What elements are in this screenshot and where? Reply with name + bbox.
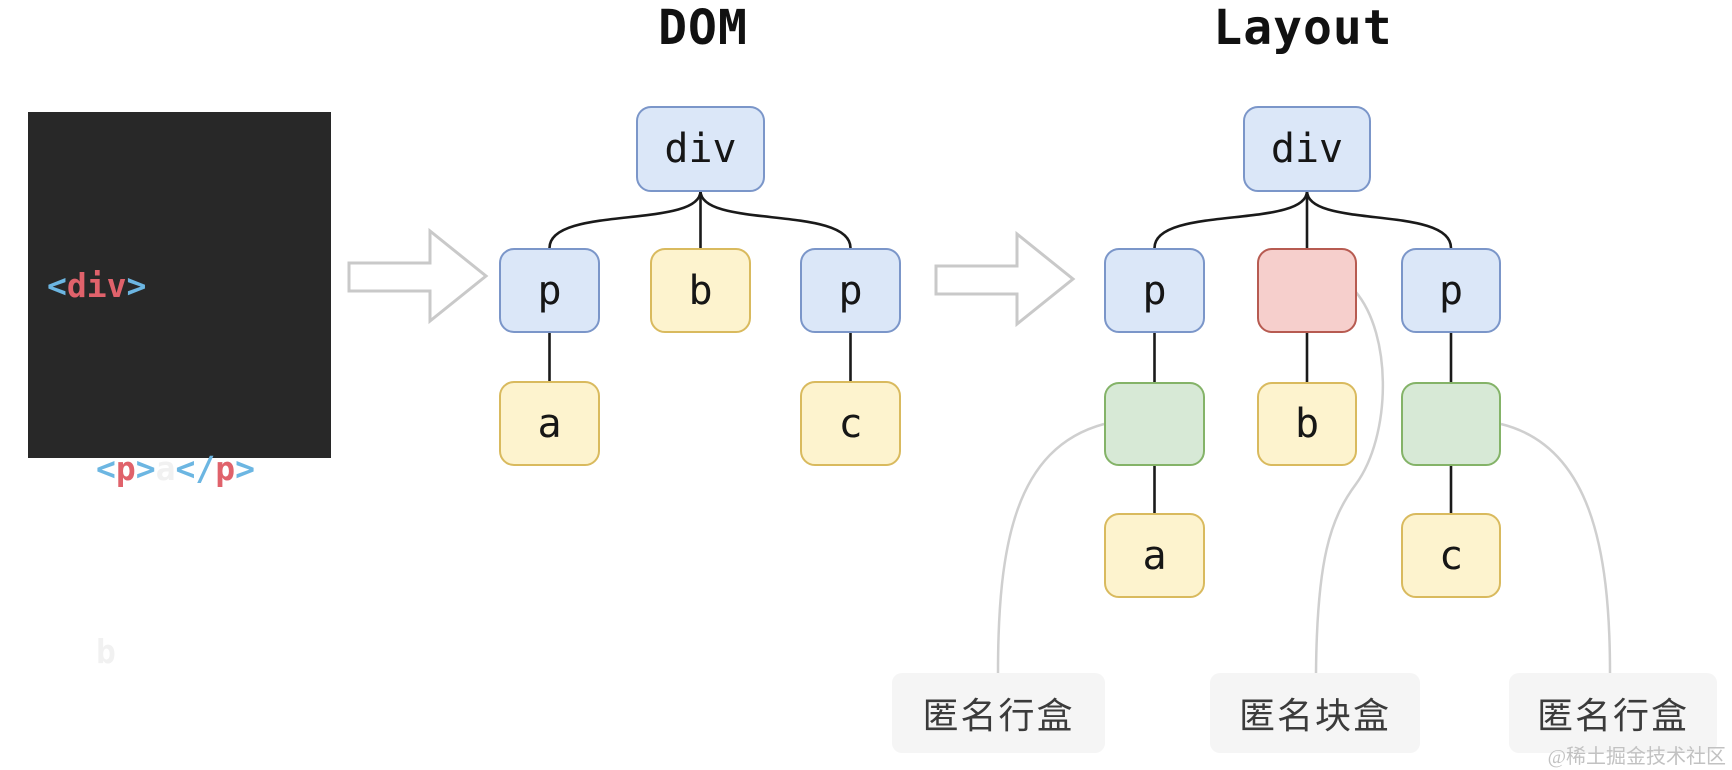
dom-node-text-a: a: [499, 381, 600, 466]
callout-line-anon-block: [1314, 290, 1385, 674]
dom-node-p-right: p: [800, 248, 901, 333]
layout-node-text-b: b: [1257, 382, 1357, 466]
code-token: a: [155, 449, 176, 488]
right-arrow-icon: [347, 227, 489, 325]
code-line: <div>: [47, 255, 331, 316]
annotation-anon-line-box-right: 匿名行盒: [1509, 673, 1717, 753]
connector-layout-div-p-right: [1305, 190, 1453, 249]
layout-node-text-c: c: [1401, 513, 1501, 598]
right-arrow-icon: [934, 230, 1076, 328]
dom-node-text-c: c: [800, 381, 901, 466]
code-line: <p>a</p>: [47, 438, 331, 499]
layout-node-div: div: [1243, 106, 1371, 192]
code-token: </: [175, 449, 216, 488]
code-token: p: [215, 449, 236, 488]
watermark: @稀土掘金技术社区: [1547, 746, 1726, 768]
dom-tree-title: DOM: [658, 0, 748, 56]
code-token: div: [66, 266, 127, 305]
code-block: <div> <p>a</p> b <p>c</p> </div>: [28, 112, 331, 671]
code-token: <: [96, 449, 116, 488]
dom-node-p-left: p: [499, 248, 600, 333]
annotation-anon-block-box: 匿名块盒: [1210, 673, 1420, 753]
code-token: <: [47, 266, 67, 305]
layout-node-p-right: p: [1401, 248, 1501, 333]
layout-node-p-left: p: [1104, 248, 1205, 333]
dom-node-div: div: [636, 106, 765, 192]
callout-line-anon-line-right: [1500, 422, 1612, 674]
code-line: b: [47, 621, 331, 682]
code-token: >: [126, 266, 147, 305]
code-token: p: [115, 449, 136, 488]
connector-dom-div-p-left: [548, 190, 702, 249]
layout-tree-title: Layout: [1213, 0, 1393, 56]
code-token: b: [96, 632, 116, 671]
layout-node-anon-line-left: [1104, 382, 1205, 466]
layout-node-anon-line-right: [1401, 382, 1501, 466]
dom-node-text-b: b: [650, 248, 751, 333]
code-token: >: [235, 449, 255, 488]
callout-line-anon-line-left: [996, 422, 1105, 674]
layout-node-anon-block: [1257, 248, 1357, 333]
connector-dom-div-p-right: [699, 190, 852, 249]
layout-node-text-a: a: [1104, 513, 1205, 598]
annotation-anon-line-box-left: 匿名行盒: [892, 673, 1105, 753]
connector-layout-div-p-left: [1153, 190, 1309, 249]
code-token: >: [135, 449, 156, 488]
